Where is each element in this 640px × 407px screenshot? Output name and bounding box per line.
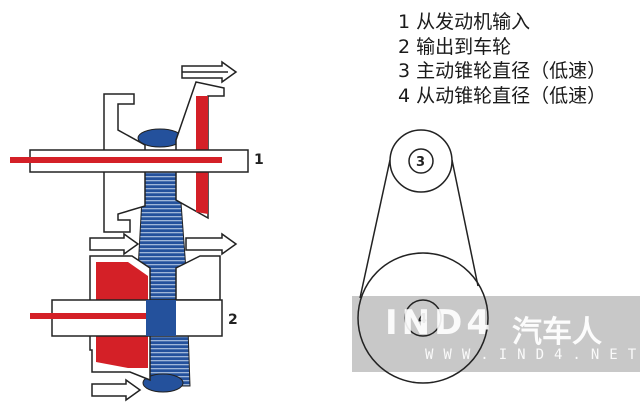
small-pulley-inner [408, 148, 434, 174]
arrow-top-right [181, 60, 238, 84]
driven-pulley-right-half [175, 255, 221, 301]
shaft-1-label: 1 [254, 152, 264, 168]
legend-text: 输出到车轮 [416, 35, 512, 58]
pulley-4-label: 4 [418, 312, 427, 327]
large-pulley-outer [357, 252, 489, 384]
input-shaft-red-core [10, 157, 222, 163]
large-pulley-inner [404, 299, 442, 337]
legend-number: 1 [398, 11, 411, 33]
watermark-brand: 汽车人 [512, 315, 602, 350]
legend-text: 主动锥轮直径（低速） [416, 60, 607, 83]
watermark-logo: IND4 [385, 303, 494, 343]
legend-number: 2 [398, 35, 411, 58]
arrow-middle-left [89, 232, 140, 256]
legend-number: 4 [398, 84, 411, 107]
belt-right-line [451, 159, 479, 287]
belt-left-line [359, 159, 391, 299]
legend-text: 从动锥轮直径（低速） [416, 84, 607, 107]
belt-bottom-cap [142, 373, 184, 393]
pulley-3-label: 3 [416, 155, 425, 170]
driven-pulley-blue-core [146, 300, 176, 336]
watermark-url: WWW.IND4.NET [425, 347, 640, 363]
output-shaft-red-core [30, 313, 150, 319]
watermark-band [352, 296, 640, 372]
legend-number: 3 [398, 60, 411, 83]
arrow-middle-right [185, 232, 238, 256]
shaft-2-label: 2 [228, 312, 238, 328]
arrow-bottom-left [91, 378, 142, 402]
legend-text: 从发动机输入 [416, 11, 531, 33]
